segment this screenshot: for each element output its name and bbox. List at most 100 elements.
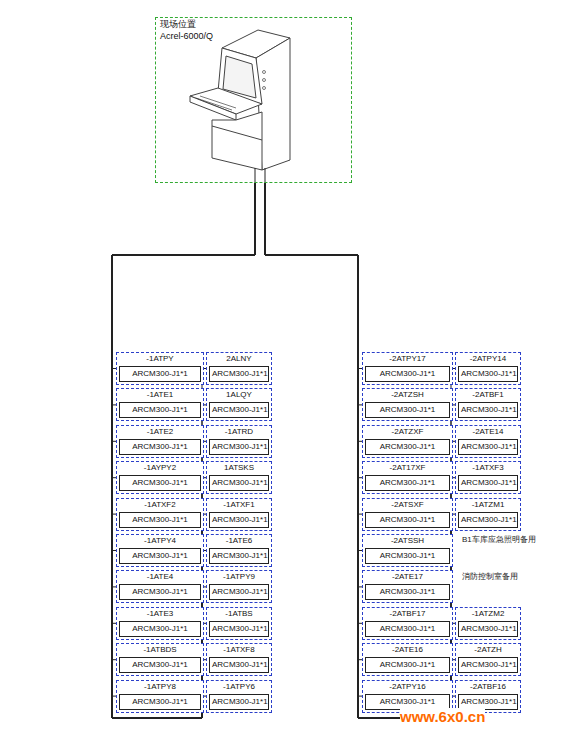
device-tag: -1ATE3 [117, 608, 203, 620]
device-model: ARCM300-J1*1 [365, 657, 450, 673]
device-tag: 2ALNY [207, 353, 271, 365]
device-tag: -1ATPY6 [207, 681, 271, 693]
device-tag: -1ATE4 [117, 571, 203, 583]
spare-note: 消防控制室备用 [462, 571, 518, 582]
device-model: ARCM300-J1*1 [119, 657, 201, 673]
device-model: ARCM300-J1*1 [458, 439, 518, 455]
device-box: -2ATSXFARCM300-J1*1 [362, 498, 453, 531]
device-tag: -1ATPY4 [117, 535, 203, 547]
device-model: ARCM300-J1*1 [119, 621, 201, 637]
device-box: -2ATBF1ARCM300-J1*1 [455, 388, 521, 421]
device-model: ARCM300-J1*1 [119, 548, 201, 564]
bus-connector [265, 183, 362, 405]
bus-connector [265, 183, 362, 478]
device-box: -2ATZHARCM300-J1*1 [455, 643, 521, 676]
device-tag: -2ATPY16 [363, 681, 452, 693]
device-box: -1ATE4ARCM300-J1*1 [116, 570, 204, 603]
bus-connector [265, 183, 362, 696]
device-model: ARCM300-J1*1 [119, 475, 201, 491]
spare-note: B1车库应急照明备用 [462, 534, 536, 545]
bus-connector [265, 183, 455, 718]
device-tag: -1ATPY [117, 353, 203, 365]
device-model: ARCM300-J1*1 [209, 439, 269, 455]
bus-connector [265, 183, 362, 587]
console-button [263, 71, 266, 74]
site-title: 现场位置 [156, 18, 351, 30]
device-box: -1ATBSARCM300-J1*1 [206, 607, 272, 640]
bus-connector [265, 183, 455, 718]
device-model: ARCM300-J1*1 [209, 584, 269, 600]
device-tag: -2ATZSH [363, 389, 452, 401]
device-tag: -2ATBF17 [363, 608, 452, 620]
device-model: ARCM300-J1*1 [458, 621, 518, 637]
system-name: Acrel-6000/Q [156, 30, 351, 42]
device-tag: -2ATPY17 [363, 353, 452, 365]
device-model: ARCM300-J1*1 [365, 548, 450, 564]
device-model: ARCM300-J1*1 [365, 475, 450, 491]
device-tag: -2ATSSH [363, 535, 452, 547]
cabinet-panel-line [212, 126, 262, 140]
keyboard-line [200, 96, 236, 108]
bus-connector [265, 183, 455, 718]
device-model: ARCM300-J1*1 [209, 548, 269, 564]
device-box: -2ATPY17ARCM300-J1*1 [362, 352, 453, 385]
device-box: -2ATSSHARCM300-J1*1 [362, 534, 453, 567]
bus-cable [265, 168, 266, 184]
device-box: -1ATXF1ARCM300-J1*1 [206, 498, 272, 531]
device-box: -2ATZXFARCM300-J1*1 [362, 425, 453, 458]
device-model: ARCM300-J1*1 [119, 402, 201, 418]
bus-connector [265, 183, 455, 718]
device-box: -2AT17XFARCM300-J1*1 [362, 461, 453, 494]
device-model: ARCM300-J1*1 [365, 512, 450, 528]
site-region: 现场位置Acrel-6000/Q [155, 17, 352, 183]
device-model: ARCM300-J1*1 [209, 621, 269, 637]
device-model: ARCM300-J1*1 [458, 657, 518, 673]
device-tag: -1ATPY9 [207, 571, 271, 583]
device-tag: -1ATRD [207, 426, 271, 438]
device-model: ARCM300-J1*1 [209, 475, 269, 491]
device-box: -2ATZSHARCM300-J1*1 [362, 388, 453, 421]
device-tag: -1ATZM2 [456, 608, 520, 620]
device-box: -2ATE16ARCM300-J1*1 [362, 643, 453, 676]
device-box: -1ATPY9ARCM300-J1*1 [206, 570, 272, 603]
device-box: -2ATPY14ARCM300-J1*1 [455, 352, 521, 385]
bus-connector [265, 183, 455, 718]
device-model: ARCM300-J1*1 [365, 366, 450, 382]
device-box: -1ATE2ARCM300-J1*1 [116, 425, 204, 458]
console-button [263, 87, 266, 90]
device-box: 1ALQYARCM300-J1*1 [206, 388, 272, 421]
device-tag: 1ALQY [207, 389, 271, 401]
device-box: -1ATE3ARCM300-J1*1 [116, 607, 204, 640]
device-model: ARCM300-J1*1 [119, 439, 201, 455]
console-button [263, 79, 266, 82]
device-tag: -1ATZM1 [456, 499, 520, 511]
cabinet-base [212, 112, 262, 170]
device-model: ARCM300-J1*1 [119, 512, 201, 528]
device-model: ARCM300-J1*1 [209, 694, 269, 710]
keyboard-line [196, 98, 232, 110]
device-tag: -1ATXF8 [207, 644, 271, 656]
device-tag: -1ATBDS [117, 644, 203, 656]
device-tag: -1ATE6 [207, 535, 271, 547]
device-box: -1ATBDSARCM300-J1*1 [116, 643, 204, 676]
device-model: ARCM300-J1*1 [119, 584, 201, 600]
bus-connector [265, 183, 362, 514]
device-tag: -2ATZH [456, 644, 520, 656]
device-tag: -1ATPY8 [117, 681, 203, 693]
device-tag: -2ATBF16 [456, 681, 520, 693]
bus-connector [265, 183, 455, 718]
device-model: ARCM300-J1*1 [209, 512, 269, 528]
bus-connector [265, 183, 455, 718]
device-tag: -1ATBS [207, 608, 271, 620]
device-model: ARCM300-J1*1 [365, 621, 450, 637]
device-tag: 1ATSKS [207, 462, 271, 474]
device-box: 2ALNYARCM300-J1*1 [206, 352, 272, 385]
device-tag: -2AT17XF [363, 462, 452, 474]
device-box: -2ATE17ARCM300-J1*1 [362, 570, 453, 603]
device-model: ARCM300-J1*1 [458, 402, 518, 418]
device-tag: -1ATXF2 [117, 499, 203, 511]
bus-connector [265, 183, 362, 369]
console-cabinet [190, 30, 290, 170]
device-model: ARCM300-J1*1 [119, 366, 201, 382]
device-tag: -1AYPY2 [117, 462, 203, 474]
